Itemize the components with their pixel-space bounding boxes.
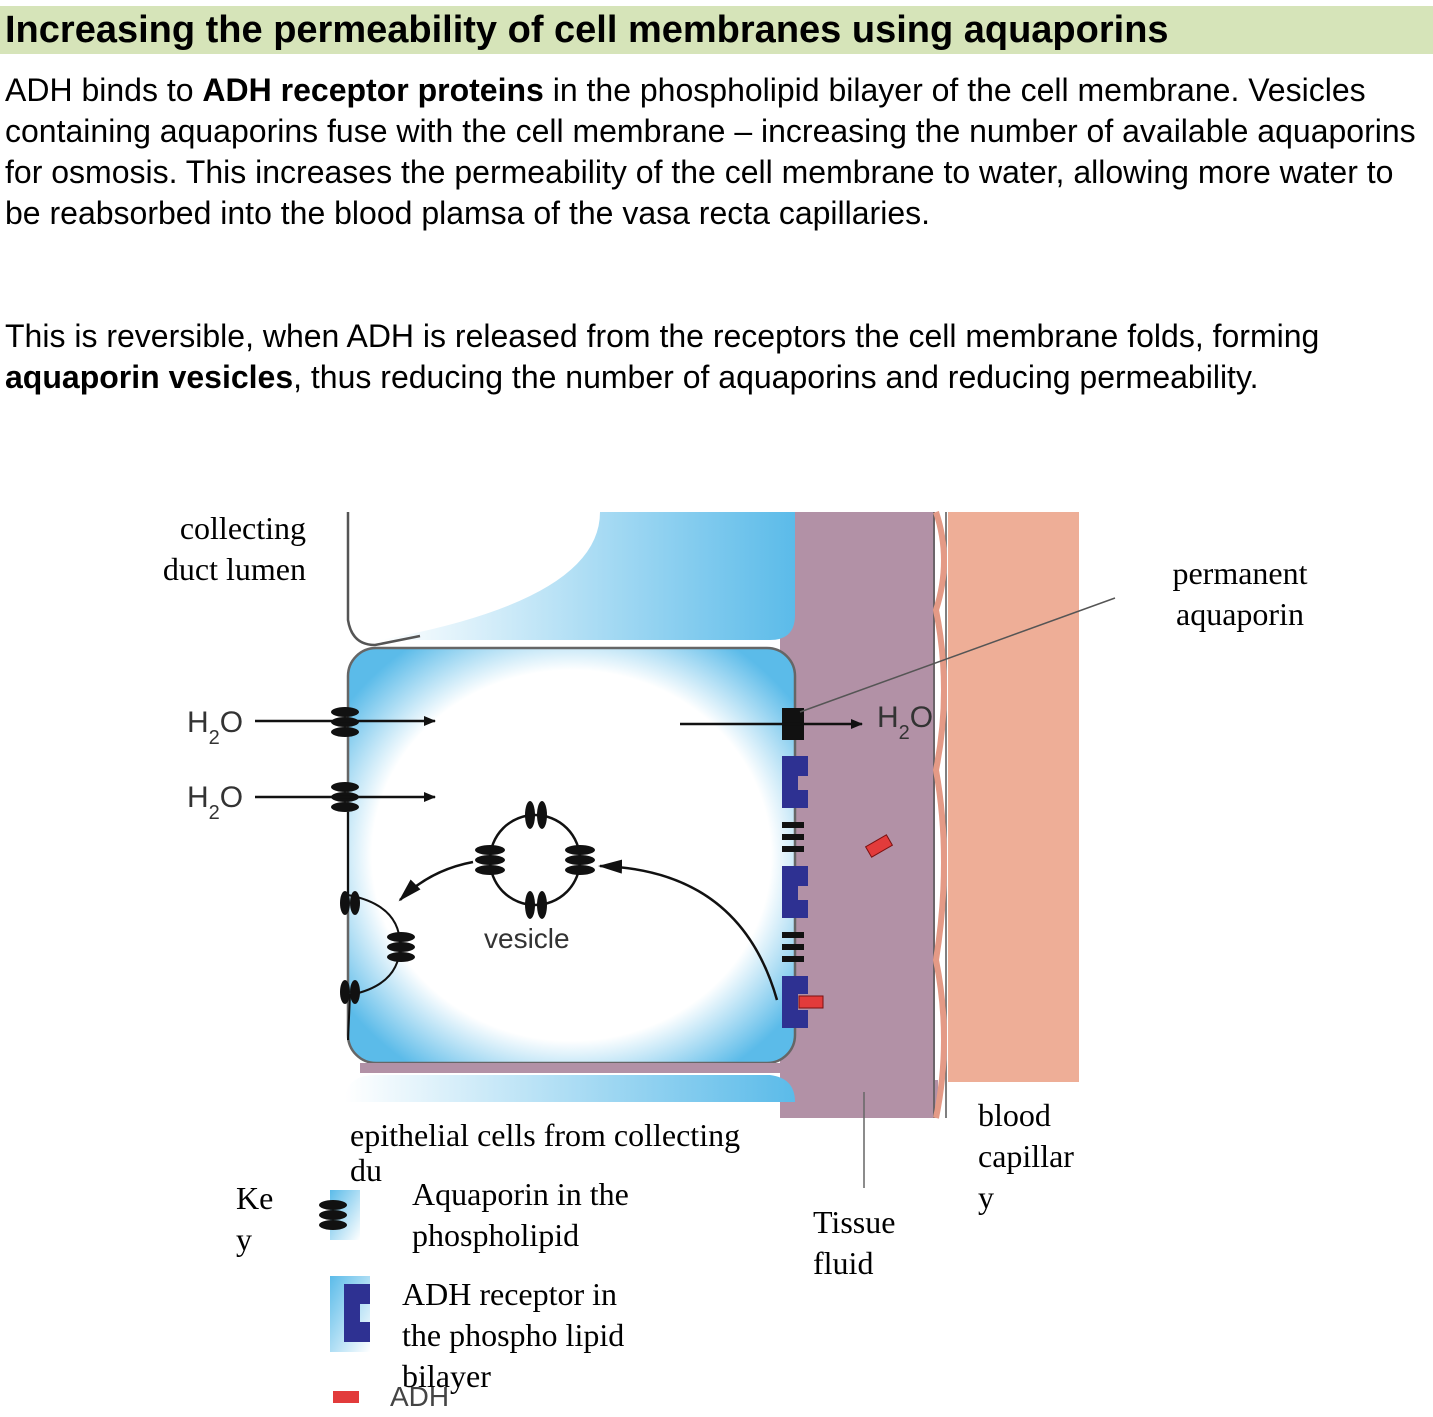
key-receptor-line3: bilayer [402,1358,491,1394]
free-adh-icon [864,834,894,858]
lumen-label-line1: collecting [179,510,306,546]
epithelial-label-line1: epithelial cells from collecting [350,1117,741,1153]
adh-receptor-2-icon [782,866,808,918]
key-receptor-icon [344,1284,370,1342]
vesicle-aquaporin-top-icon [525,801,547,829]
permanent-label-line1: permanent [1172,555,1308,591]
tissue-fluid-label: Tissue fluid [813,1202,895,1284]
p2-bold-term: aquaporin vesicles [5,359,294,395]
paragraph-reversible: This is reversible, when ADH is released… [5,316,1430,398]
lower-epithelial-cell [345,1075,795,1102]
tissue-fluid-base [848,1080,938,1118]
capillary-region [948,512,1079,1082]
bound-adh-icon [798,995,824,1009]
tissue-label-line1: Tissue [813,1204,896,1240]
paragraph-adh-binding: ADH binds to ADH receptor proteins in th… [5,70,1430,234]
vesicle-label: vesicle [484,923,570,954]
permanent-aquaporin-label: permanent aquaporin [1160,553,1320,635]
blood-label-line2: capillar [978,1138,1074,1174]
permanent-label-line2: aquaporin [1176,596,1304,632]
vesicle-aquaporin-left-icon [475,845,505,875]
key-aquaporin-icon [319,1200,347,1230]
key-aquaporin-line1: Aquaporin in the [412,1176,629,1212]
lumen-label: collecting duct lumen [146,508,306,590]
vesicle-aquaporin-bottom-icon [525,891,547,919]
title-band [0,6,1433,54]
p1-text-end: in the phospholipid bilayer of the cell … [5,72,1416,231]
adh-receptor-1-icon [782,756,808,808]
permanent-pointer-line [799,597,1116,713]
adh-receptor-3-icon [782,976,808,1028]
epithelial-cell [346,646,797,1065]
left-aquaporin-1-icon [331,707,359,737]
right-aquaporin-1-icon [782,822,804,852]
vesicle-aquaporin-right-icon [565,845,595,875]
blood-label-line1: blood [978,1097,1051,1133]
blood-label-line3: y [978,1179,994,1215]
right-aquaporin-2-icon [782,932,804,962]
lumen-label-line2: duct lumen [162,551,306,587]
fold-aquaporin-1-icon [340,891,360,915]
fold-aquaporin-3-icon [340,980,360,1004]
cell-junction [360,1063,790,1073]
epithelial-label: epithelial cells from collecting du [350,1115,740,1191]
key-receptor-label: ADH receptor in the phospho lipid bilaye… [402,1274,624,1397]
key-aquaporin-label: Aquaporin in the phospholipid [412,1174,629,1256]
upper-epithelial-cell [380,512,795,640]
membrane-to-vesicle-arrow [598,859,779,1001]
fold-aquaporin-2-icon [387,932,415,962]
tissue-label-line2: fluid [813,1245,874,1281]
aquaporin-diagram: H2O H2O H2O vesicle [187,511,1116,1403]
key-title-line2: y [236,1221,252,1257]
page-title: Increasing the permeability of cell memb… [5,9,1169,51]
key-receptor-line2: the phospho lipid [402,1317,625,1353]
p1-text-start: ADH binds to [5,72,203,108]
lumen-edge-line [346,512,421,647]
epithelial-label-line2: du [350,1152,382,1188]
vesicle-to-membrane-arrow [398,860,474,902]
blood-capillary-label: blood capillar y [978,1095,1074,1218]
key-receptor-line1: ADH receptor in [402,1276,618,1312]
key-adh-label: ADH [390,1381,450,1412]
key-adh-icon [333,1391,359,1403]
capillary-endothelium [932,511,947,1119]
h2o-left-2-label: H2O [187,781,243,824]
key-aquaporin-line2: phospholipid [412,1217,580,1253]
p2-text-start: This is reversible, when ADH is released… [5,318,1320,354]
p1-bold-term: ADH receptor proteins [202,72,544,108]
key-title: Ke y [236,1178,273,1260]
p2-text-end: , thus reducing the number of aquaporins… [293,359,1259,395]
h2o-right-label: H2O [877,701,933,744]
h2o-left-1-label: H2O [187,706,243,749]
key-title-line1: Ke [236,1180,274,1216]
